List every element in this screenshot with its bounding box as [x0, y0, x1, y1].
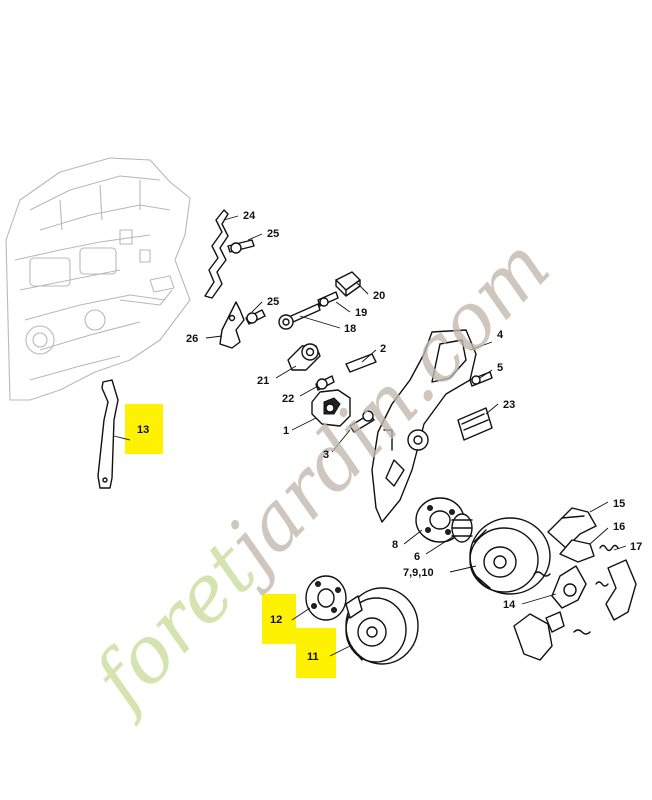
- callout-18: 18: [344, 323, 356, 335]
- callout-19: 19: [355, 307, 367, 319]
- callout-26: 26: [186, 333, 198, 345]
- part-6-bearing: [451, 513, 473, 543]
- callout-7-9-10: 7,9,10: [403, 567, 434, 579]
- part-14-clutch-carrier: [533, 565, 609, 635]
- part-3-screw: [349, 410, 375, 433]
- clutch-shoe-right: [605, 559, 637, 621]
- callouts: 24 25 25 26 20 19 18 2 21 22 1 3 4 5 23 …: [137, 210, 642, 663]
- callout-11: 11: [307, 651, 319, 663]
- callout-20: 20: [373, 290, 385, 302]
- callout-3: 3: [323, 449, 329, 461]
- callout-2: 2: [380, 343, 386, 355]
- part-1-housing: [311, 389, 351, 427]
- callout-16: 16: [613, 521, 625, 533]
- part-8-sprocket: [415, 497, 465, 543]
- callout-1: 1: [283, 425, 289, 437]
- highlight-13: [125, 404, 163, 454]
- part-5-screw: [469, 371, 493, 387]
- callout-25b: 25: [267, 296, 279, 308]
- callout-23: 23: [503, 399, 515, 411]
- part-25-screw-a: [227, 239, 255, 254]
- part-11-clutch-drum: [345, 587, 419, 665]
- part-21-linkage: [287, 343, 321, 371]
- clutch-shoe-bottom: [513, 613, 553, 661]
- callout-12: 12: [270, 614, 282, 626]
- part-12-rim-sprocket: [305, 575, 347, 621]
- engine-housing-outline: [5, 157, 191, 401]
- part-18-bolt: [278, 303, 321, 330]
- callout-17: 17: [630, 541, 642, 553]
- callout-5: 5: [497, 362, 503, 374]
- callout-22: 22: [282, 393, 294, 405]
- callout-25a: 25: [267, 228, 279, 240]
- part-4-brake-cover: [371, 329, 477, 523]
- part-17-spring: [599, 544, 619, 552]
- callout-4: 4: [497, 329, 504, 341]
- part-22-screw: [315, 375, 335, 391]
- part-19-pin: [317, 291, 339, 307]
- callout-8: 8: [392, 539, 398, 551]
- part-16-clutch-segment: [559, 539, 595, 563]
- part-25-screw-b: [245, 309, 266, 325]
- callout-14: 14: [503, 599, 516, 611]
- clutch-shoe-middle: [545, 611, 565, 633]
- callout-13: 13: [137, 424, 149, 436]
- callout-6: 6: [414, 551, 420, 563]
- part-20-block: [335, 271, 361, 297]
- leader-lines: [113, 215, 627, 657]
- part-23-pad: [457, 407, 493, 441]
- part-26-lever-bracket: [219, 301, 245, 349]
- callout-15: 15: [613, 498, 625, 510]
- highlights: [125, 404, 336, 678]
- callout-24: 24: [243, 210, 256, 222]
- part-7-9-10-clutch-drum: [469, 517, 551, 595]
- highlight-12: [262, 594, 296, 644]
- part-13-lever: [97, 379, 119, 489]
- part-24-bracket: [204, 209, 229, 299]
- highlight-11: [296, 628, 336, 678]
- part-2-spring-pin: [345, 353, 377, 373]
- callout-21: 21: [257, 375, 269, 387]
